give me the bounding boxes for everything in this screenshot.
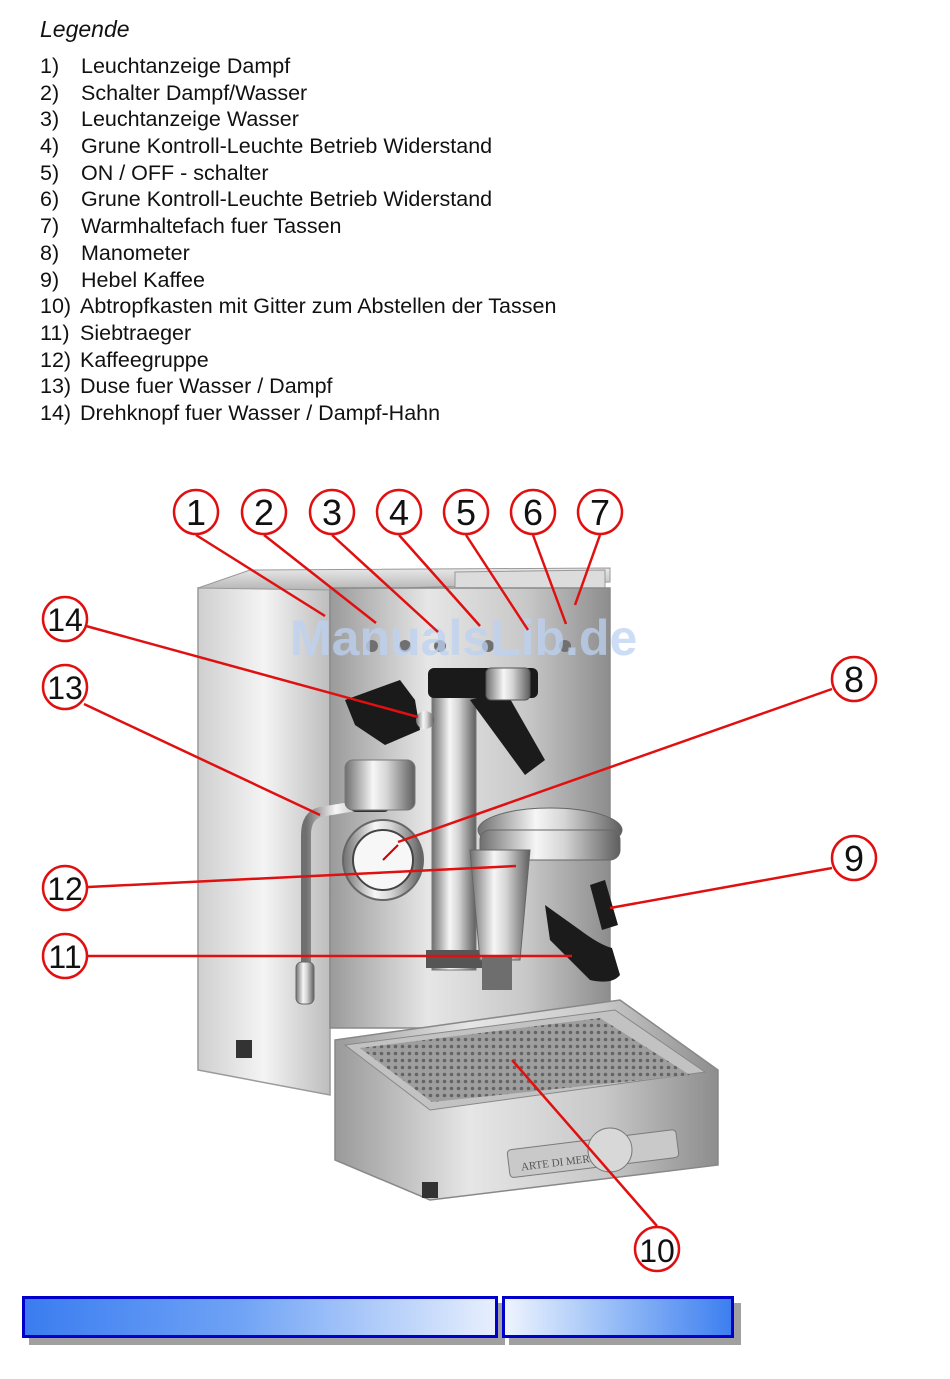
legend-item-number: 7) xyxy=(40,214,60,239)
callout-7: 7 xyxy=(576,488,624,536)
callout-2: 2 xyxy=(240,488,288,536)
watermark: ManualsLib.de xyxy=(290,610,637,666)
legend-item-text: ON / OFF - schalter xyxy=(81,160,269,185)
legend-item-text: Duse fuer Wasser / Dampf xyxy=(80,374,333,399)
legend-item: 8) Manometer xyxy=(40,240,556,267)
legend-item-number: 13) xyxy=(40,374,72,399)
legend-item-text: Hebel Kaffee xyxy=(81,267,205,292)
legend-item: 10) Abtropfkasten mit Gitter zum Abstelle… xyxy=(40,293,556,320)
legend-item-text: Warmhaltefach fuer Tassen xyxy=(81,214,342,239)
legend-item-text: Leuchtanzeige Wasser xyxy=(81,107,299,132)
legend-item-text: Drehknopf fuer Wasser / Dampf-Hahn xyxy=(80,400,441,425)
callout-label: 2 xyxy=(254,492,274,533)
callout-4: 4 xyxy=(375,488,423,536)
callout-8: 8 xyxy=(830,655,878,703)
legend-item-number: 10) xyxy=(40,294,72,319)
callout-5: 5 xyxy=(442,488,490,536)
callout-label: 12 xyxy=(47,871,83,907)
leader-line-1 xyxy=(195,533,326,618)
legend-item-number: 5) xyxy=(40,160,60,185)
legend-item-text: Leuchtanzeige Dampf xyxy=(81,54,291,78)
footer-bar-left xyxy=(22,1296,498,1338)
callout-6: 6 xyxy=(509,488,557,536)
legend-item-text: Grune Kontroll-Leuchte Betrieb Widerstan… xyxy=(81,187,493,212)
legend-item: 3) Leuchtanzeige Wasser xyxy=(40,106,556,133)
legend-item-number: 2) xyxy=(40,80,60,105)
callout-label: 10 xyxy=(639,1233,675,1269)
machine-diagram: ARTE DI MERIDIANA xyxy=(41,488,878,1273)
legend-item: 1) Leuchtanzeige Dampf xyxy=(40,53,556,80)
legend-item-number: 12) xyxy=(40,347,72,372)
machine-body: ARTE DI MERIDIANA xyxy=(197,567,719,1201)
legend-item-text: Kaffeegruppe xyxy=(80,347,209,372)
callout-label: 13 xyxy=(47,670,83,706)
legend-item-number: 3) xyxy=(40,107,60,132)
legend-item-number: 14) xyxy=(40,400,72,425)
legend-item-number: 11) xyxy=(40,320,70,345)
leader-line-12 xyxy=(87,864,517,889)
leader-line-6 xyxy=(531,534,568,625)
footer-bar-right xyxy=(502,1296,734,1338)
legend-item-number: 6) xyxy=(40,187,60,212)
legend-item-text: Manometer xyxy=(81,240,190,265)
leader-line-9 xyxy=(609,866,833,910)
legend-item-text: Siebtraeger xyxy=(80,320,192,345)
callout-3: 3 xyxy=(308,488,356,536)
callout-label: 6 xyxy=(523,492,543,533)
callout-label: 7 xyxy=(590,492,610,533)
legend-item: 13) Duse fuer Wasser / Dampf xyxy=(40,373,556,400)
legend-item-number: 8) xyxy=(40,240,60,265)
callout-14: 14 xyxy=(41,595,89,643)
callout-label: 5 xyxy=(456,492,476,533)
leader-lines xyxy=(83,533,833,1227)
legend-item: 12) Kaffeegruppe xyxy=(40,347,556,374)
legend-item: 2) Schalter Dampf/Wasser xyxy=(40,80,556,107)
machine-figure: ARTE DI MERIDIANA xyxy=(0,470,950,1300)
legend-item-text: Grune Kontroll-Leuchte Betrieb Widerstan… xyxy=(81,134,493,159)
callout-9: 9 xyxy=(830,834,878,882)
legend-title: Legende xyxy=(40,16,130,42)
leader-line-14 xyxy=(85,624,419,719)
legend-item: 5) ON / OFF - schalter xyxy=(40,160,556,187)
legend-item: 14) Drehknopf fuer Wasser / Dampf-Hahn xyxy=(40,400,556,427)
callout-1: 1 xyxy=(172,488,220,536)
legend-item-number: 4) xyxy=(40,134,60,159)
leader-line-2 xyxy=(263,534,377,624)
legend-item: 11) Siebtraeger xyxy=(40,320,556,347)
leader-line-7 xyxy=(573,534,602,606)
callout-11: 11 xyxy=(41,932,89,980)
legend-item: 7) Warmhaltefach fuer Tassen xyxy=(40,213,556,240)
legend-item: 6) Grune Kontroll-Leuchte Betrieb Widerst… xyxy=(40,186,556,213)
leader-line-5 xyxy=(464,534,530,631)
callout-label: 4 xyxy=(389,492,409,533)
leader-line-3 xyxy=(331,534,439,633)
legend-item-number: 9) xyxy=(40,267,60,292)
leader-line-10 xyxy=(511,1059,658,1227)
leader-line-4 xyxy=(398,534,481,627)
legend-item-number: 1) xyxy=(40,54,60,78)
leader-line-13 xyxy=(83,702,321,817)
legend-list: 1) Leuchtanzeige Dampf 2) Schalter Dampf/W… xyxy=(40,53,556,427)
legend-item: 4) Grune Kontroll-Leuchte Betrieb Widerst… xyxy=(40,133,556,160)
callouts: 1 2 3 4 5 6 7 8 9 10 11 12 13 14 xyxy=(41,488,878,1273)
callout-label: 8 xyxy=(844,659,864,700)
callout-label: 9 xyxy=(844,838,864,879)
callout-label: 11 xyxy=(48,939,81,975)
callout-12: 12 xyxy=(41,864,89,912)
callout-13: 13 xyxy=(41,663,89,711)
leader-line-8 xyxy=(397,687,833,844)
legend-item: 9) Hebel Kaffee xyxy=(40,267,556,294)
legend-item-text: Schalter Dampf/Wasser xyxy=(81,80,308,105)
legend-item-text: Abtropfkasten mit Gitter zum Abstellen d… xyxy=(80,294,557,319)
callout-10: 10 xyxy=(633,1225,681,1273)
callout-label: 14 xyxy=(47,602,83,638)
callout-label: 3 xyxy=(322,492,342,533)
callout-label: 1 xyxy=(186,492,206,533)
